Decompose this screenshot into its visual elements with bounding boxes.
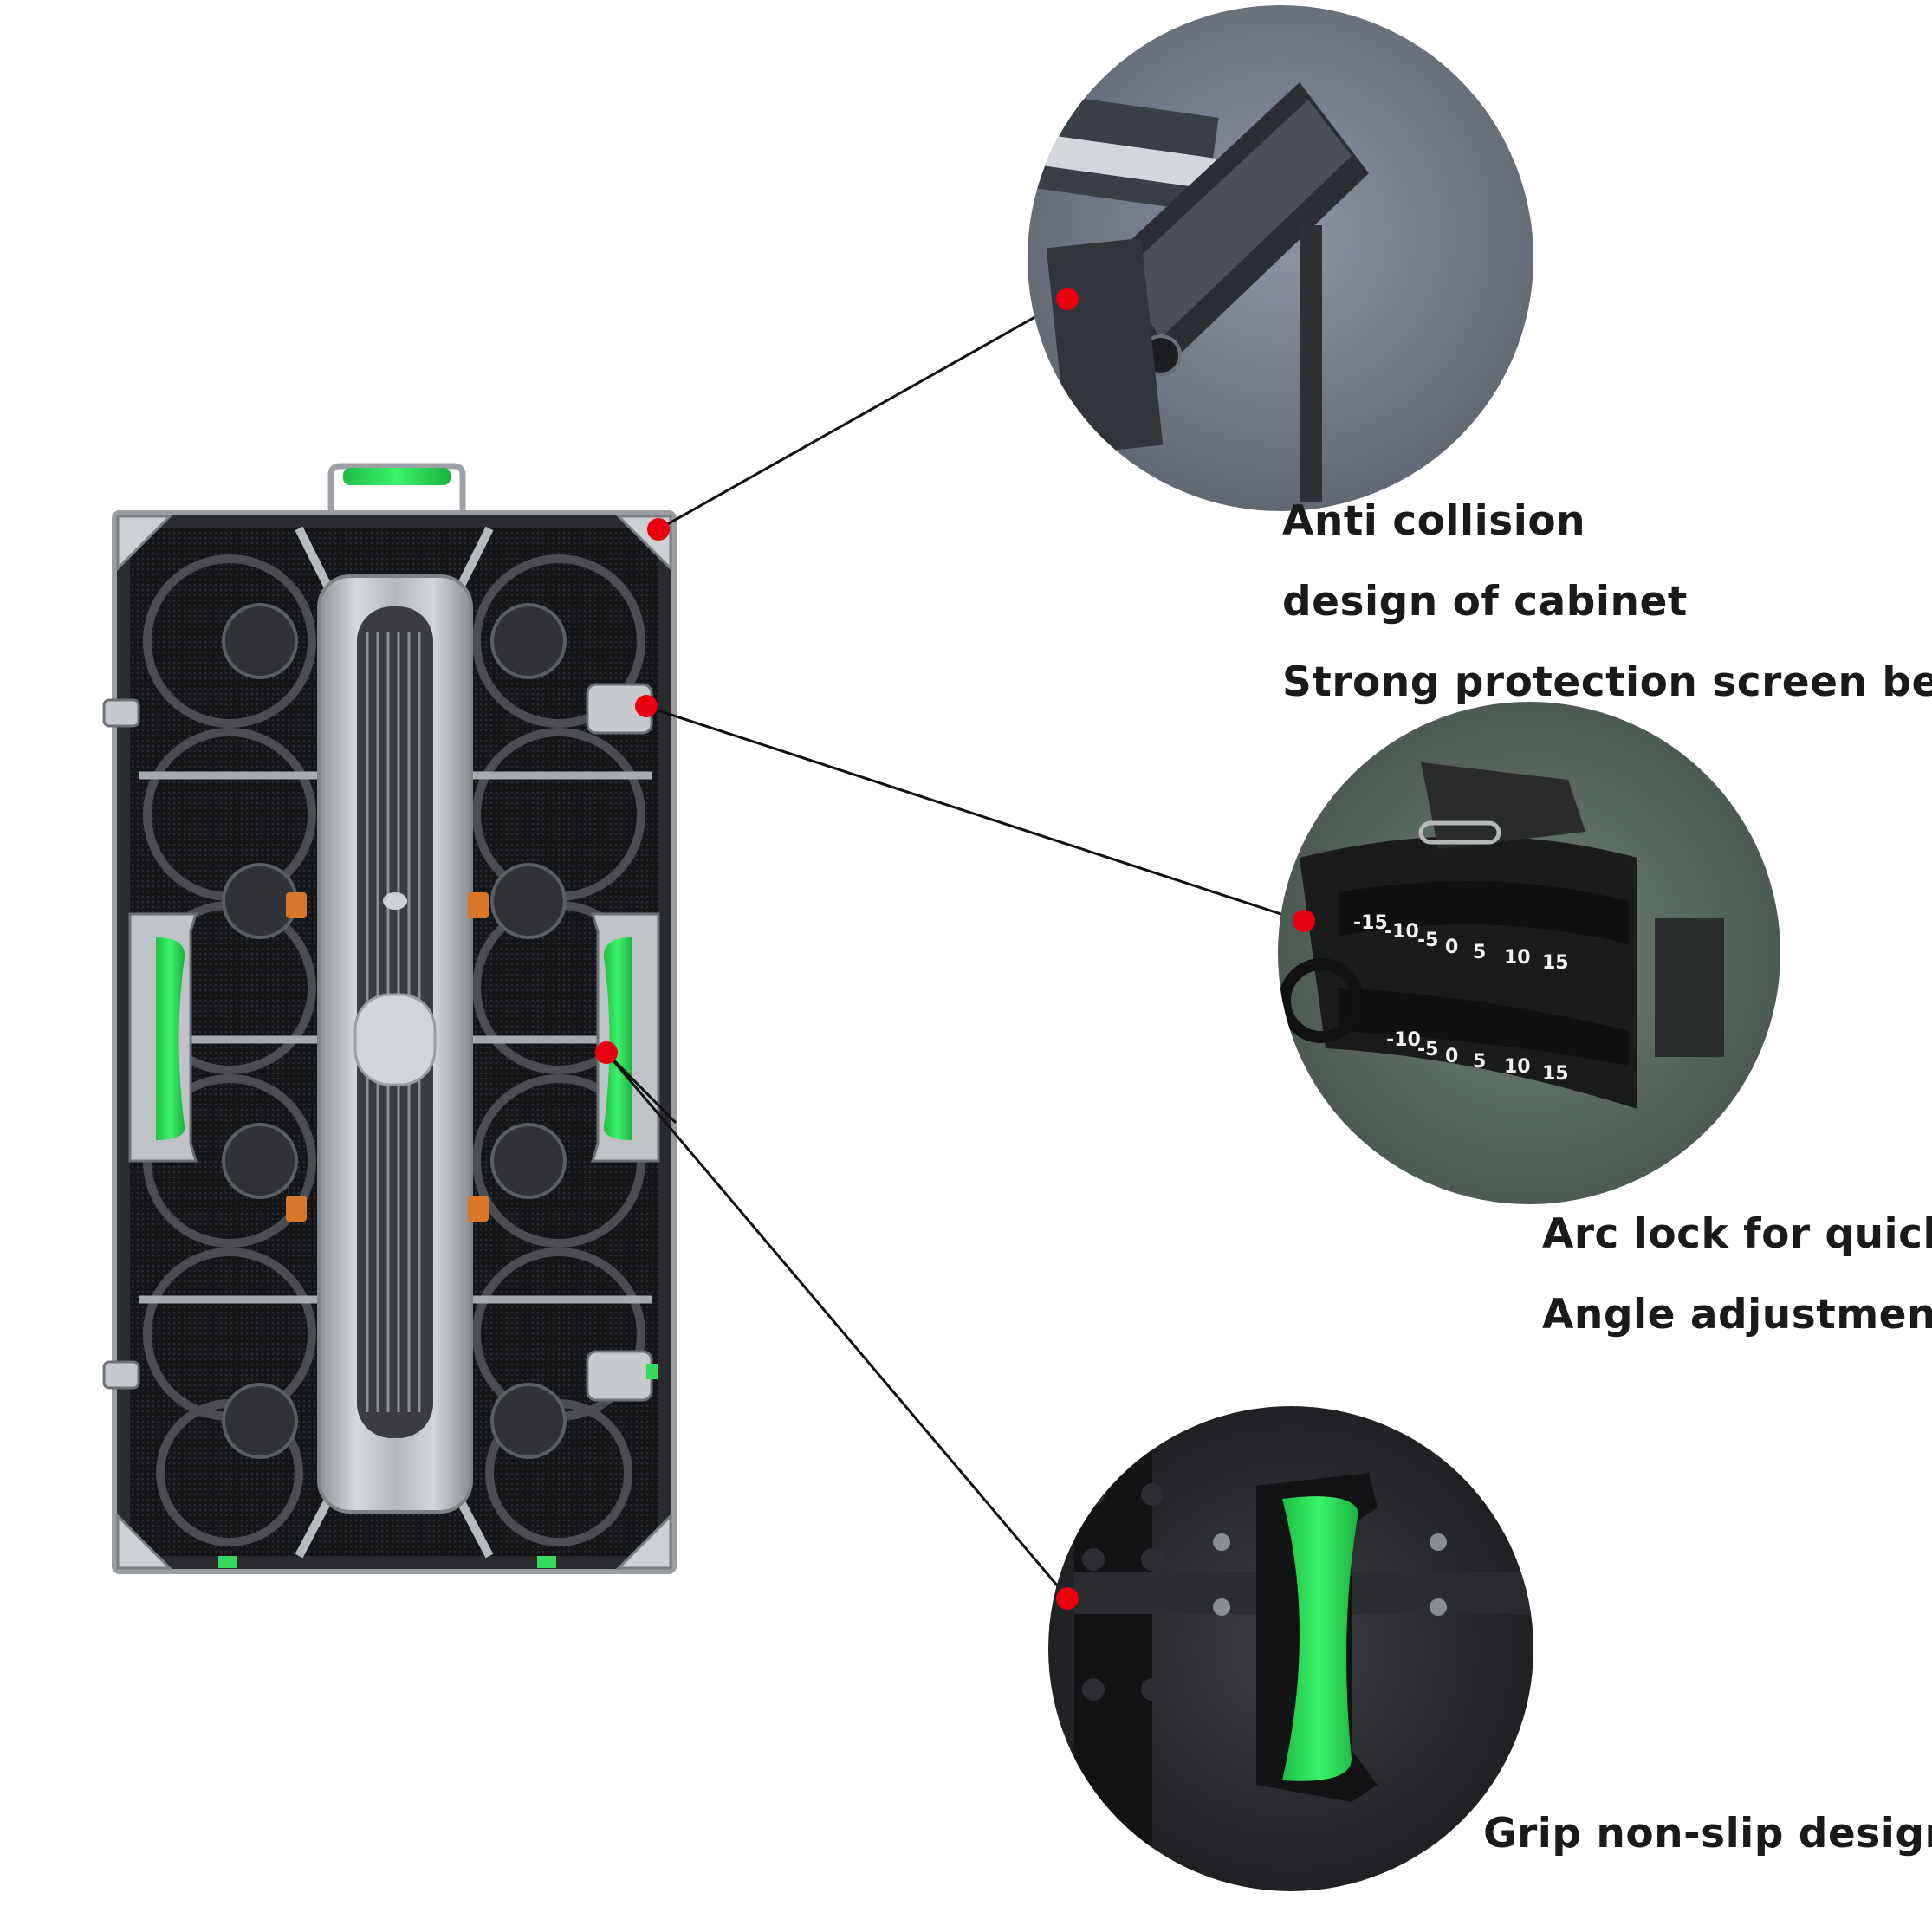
marker-dot-1 xyxy=(1056,288,1079,310)
center-badge xyxy=(353,993,437,1086)
scale-label: 15 xyxy=(1542,1063,1569,1085)
scale-label: -5 xyxy=(1417,930,1438,951)
callout-line: Arc lock for quick xyxy=(1542,1210,1932,1258)
scale-label: -10 xyxy=(1386,1029,1421,1051)
callout-line: Angle adjustment xyxy=(1542,1291,1932,1339)
callout-anti-collision: Anti collision design of cabinet Strong … xyxy=(1282,481,1932,723)
scale-label: -5 xyxy=(1417,1039,1438,1060)
arc-scale-bottom: -10 -5 0 5 10 15 xyxy=(1386,1029,1569,1085)
scale-label: 0 xyxy=(1445,1046,1458,1067)
scale-label: 5 xyxy=(1473,1051,1486,1073)
callout-line: Anti collision xyxy=(1282,497,1586,545)
scale-label: 0 xyxy=(1445,937,1458,958)
callout-line: Strong protection screen bead xyxy=(1282,658,1932,706)
scale-label: -15 xyxy=(1353,912,1388,934)
side-grip-left xyxy=(128,912,198,1163)
leader-line-1 xyxy=(658,298,1066,531)
detail-circle-arc-lock: -15 -10 -5 0 5 10 15 -10 -5 0 5 10 15 xyxy=(1278,702,1780,1204)
leader-line-3 xyxy=(605,1052,1069,1598)
callout-line: design of cabinet xyxy=(1282,578,1688,626)
callout-line: Grip non-slip design xyxy=(1483,1810,1932,1857)
leader-lines xyxy=(605,298,1303,1598)
callout-grip: Grip non-slip design xyxy=(1483,1793,1932,1874)
top-handle-grip xyxy=(343,468,451,485)
callout-arc-lock: Arc lock for quick Angle adjustment xyxy=(1542,1194,1932,1355)
scale-label: 10 xyxy=(1504,1056,1531,1078)
arc-scale-top: -15 -10 -5 0 5 10 15 xyxy=(1353,912,1569,974)
scale-label: 5 xyxy=(1473,942,1486,963)
scale-label: 15 xyxy=(1542,952,1569,974)
cabinet-markers xyxy=(595,518,670,1064)
scale-label: -10 xyxy=(1384,921,1419,943)
leader-line-2 xyxy=(644,704,1303,923)
detail-circle-grip xyxy=(1048,1406,1533,1891)
side-grip-right xyxy=(590,912,660,1163)
marker-dot-3 xyxy=(1056,1587,1079,1610)
marker-dot-2 xyxy=(1293,910,1315,932)
detail-circle-anti-collision xyxy=(1028,5,1533,511)
scale-label: 10 xyxy=(1504,947,1531,969)
led-cabinet xyxy=(102,463,677,1574)
